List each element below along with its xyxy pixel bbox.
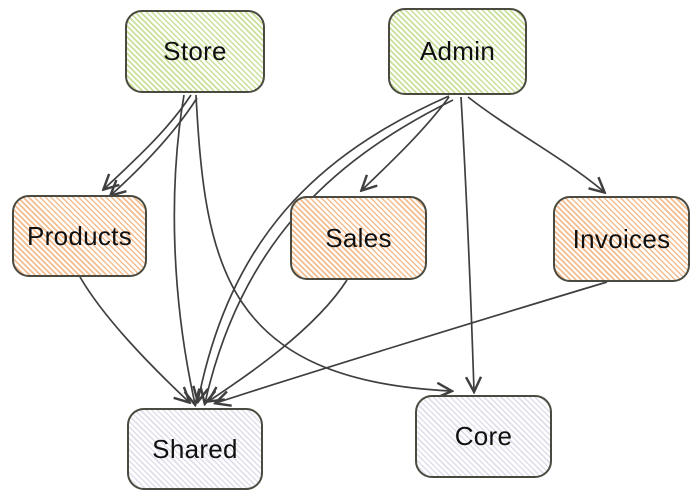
- node-admin: Admin: [388, 8, 527, 95]
- node-store-label: Store: [163, 36, 227, 66]
- edge-admin-invoices: [467, 96, 604, 192]
- node-shared: Shared: [127, 408, 263, 490]
- edge-admin-shared: [198, 95, 450, 401]
- node-sales-label: Sales: [325, 222, 392, 253]
- node-sales: Sales: [290, 196, 427, 280]
- edge-invoices-shared: [216, 281, 608, 403]
- node-products-label: Products: [26, 220, 132, 251]
- node-invoices: Invoices: [553, 196, 690, 282]
- node-core-label: Core: [454, 421, 513, 451]
- node-products: Products: [12, 195, 147, 277]
- edge-products-shared: [79, 276, 189, 402]
- node-shared-label: Shared: [152, 433, 238, 464]
- edge-admin-core: [460, 96, 474, 391]
- node-admin-label: Admin: [419, 36, 496, 66]
- edge-store-shared: [173, 94, 195, 404]
- node-store: Store: [125, 10, 265, 93]
- node-invoices-label: Invoices: [572, 223, 671, 254]
- edge-admin-sales: [362, 96, 450, 190]
- edge-store-core: [195, 94, 451, 391]
- node-core: Core: [415, 395, 552, 478]
- edge-store-products-twin: [111, 97, 198, 195]
